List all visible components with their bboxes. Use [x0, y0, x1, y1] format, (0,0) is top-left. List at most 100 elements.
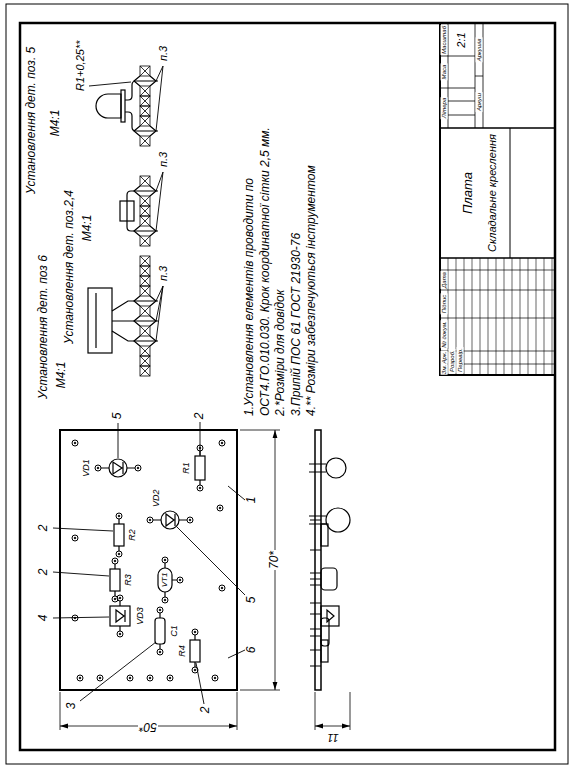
board-section-hatch [140, 326, 150, 336]
board-hole [118, 515, 120, 517]
callout-number: 1 [245, 496, 259, 505]
title-block-rule [464, 258, 465, 375]
board-section-hatch [140, 256, 150, 266]
title-block-header: Зм. [441, 364, 448, 375]
board-section-hatch [140, 236, 150, 246]
board-section-hatch [140, 86, 150, 96]
board-section-hatch [140, 286, 150, 296]
component-symbols [109, 459, 127, 477]
board-hole [129, 677, 131, 679]
board-section-hatch [140, 176, 150, 186]
board-side-view [326, 508, 350, 532]
note-text: 3.Припій ПОС 61 ГОСТ 21930-76 [289, 86, 305, 416]
board-section-hatch [140, 306, 150, 316]
board-hole [112, 558, 118, 564]
board-hole [157, 649, 163, 655]
board-side-view [309, 464, 326, 472]
dimension-value: 11 [326, 732, 339, 745]
scale-label: М4:1 [81, 214, 95, 243]
board-side-view [310, 520, 321, 550]
component-symbols [114, 564, 115, 596]
board-side-view [321, 640, 328, 662]
board-hole [162, 557, 168, 563]
detail-part-5 [96, 94, 121, 118]
board-hole [118, 553, 120, 555]
board-hole [147, 517, 153, 523]
component-symbols [195, 456, 205, 480]
board-hole [97, 675, 103, 681]
note-text: 2.*Розміри для довідок [273, 86, 289, 416]
component-symbols [158, 568, 172, 592]
title-block-rule [528, 258, 529, 375]
note-reference: п.3 [157, 45, 170, 62]
callout-number: 5 [245, 596, 259, 605]
board-hole [177, 577, 183, 583]
board-hole [167, 675, 173, 681]
title-block-header: Маса [441, 64, 448, 81]
title-block-rule [504, 258, 505, 375]
detail-title: Установлення дет. поз 6 [37, 254, 51, 400]
dimension-line [60, 430, 350, 730]
dimension-value: 50* [138, 719, 158, 733]
board-hole [117, 595, 123, 601]
board-section-hatch [140, 276, 150, 286]
board-side-view [310, 573, 321, 585]
designator: VD2 [151, 488, 161, 508]
title-block-header: № докум. [441, 320, 448, 348]
technical-notes: 1.Установлення елементів проводити по ОС… [242, 86, 320, 416]
component-symbols [199, 451, 200, 485]
board-hole [189, 519, 191, 521]
board-section-hatch [140, 366, 150, 376]
component-symbols [161, 511, 179, 529]
scale-label: М4:1 [55, 361, 69, 390]
leader-line [89, 66, 163, 341]
note-reference: п.3 [157, 265, 170, 282]
board-hole [79, 677, 81, 679]
board-section-hatch [140, 366, 150, 376]
title-block-header: Розроб. [449, 349, 456, 373]
dimension-line [60, 430, 350, 730]
title-block-rule [552, 258, 553, 375]
scale-value: 2:1 [455, 31, 468, 48]
board-hole [72, 440, 78, 446]
title-block-rule [544, 258, 545, 375]
board-hole [214, 677, 216, 679]
designator: R4 [177, 644, 187, 658]
board-hole [169, 677, 171, 679]
board-section-hatch [140, 86, 150, 96]
title-block [440, 23, 555, 375]
component-symbols [110, 569, 120, 591]
board-section-hatch [140, 276, 150, 286]
designator: VD3 [135, 606, 145, 626]
board-hole [149, 519, 151, 521]
sheet-frame [6, 4, 568, 764]
board-hole [159, 651, 161, 653]
board-section-hatch [140, 206, 150, 216]
note-text: 4.** Розміри забезпечуються інструментом [304, 86, 320, 416]
detail-part-6 [88, 288, 112, 353]
board-hole [164, 559, 166, 561]
radius-dimension: R1+0,25** [74, 40, 87, 92]
board-hole [159, 609, 161, 611]
scale-label: М4:1 [49, 109, 63, 138]
component-symbols [194, 635, 195, 667]
title-block-rule [480, 258, 481, 375]
detail-part-6 [134, 296, 156, 346]
detail-title: Установлення дет. поз. 5 [25, 46, 39, 195]
designator: R2 [127, 528, 137, 542]
component-symbols [110, 606, 130, 626]
board-hole [221, 587, 223, 589]
designator: C1 [169, 624, 179, 638]
board-section-hatch [140, 326, 150, 336]
board-hole [114, 598, 116, 600]
board-hole [199, 487, 201, 489]
board-hole [117, 631, 123, 637]
board-section-hatch [140, 236, 150, 246]
title-block-header: Підпис [441, 294, 448, 315]
board-hole [194, 669, 196, 671]
board-section-hatch [140, 256, 150, 266]
detail-title: Установлення дет. поз.2,4 [63, 189, 77, 345]
board-section-hatch [140, 216, 150, 226]
title-block-header: Дата [441, 271, 448, 289]
